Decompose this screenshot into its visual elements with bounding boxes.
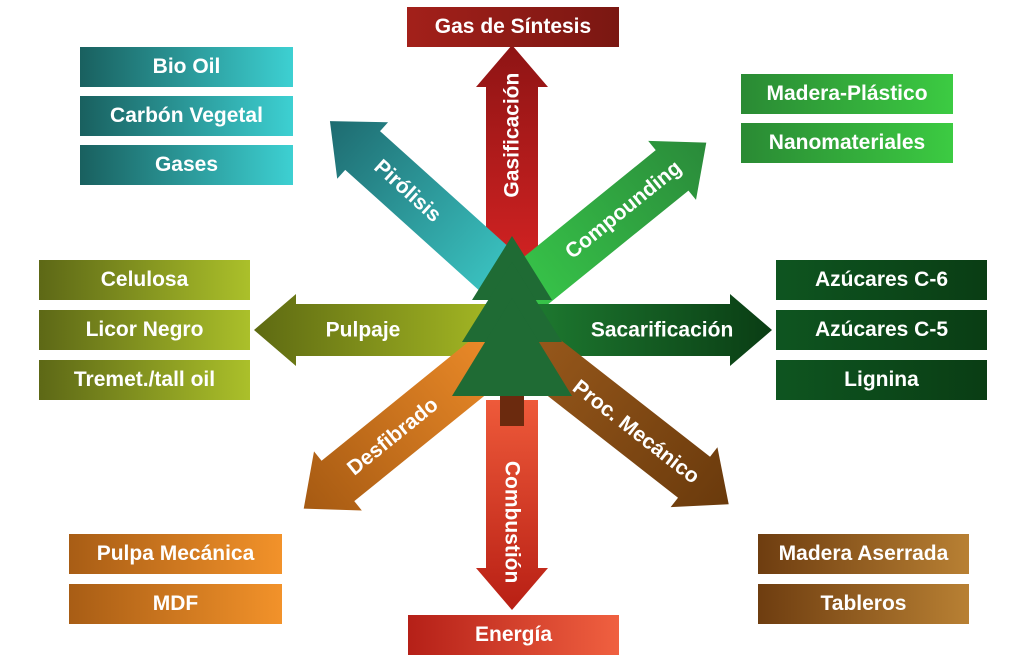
product-azucares-c5: Azúcares C-5 — [776, 310, 987, 350]
process-label-pulpaje: Pulpaje — [326, 319, 401, 342]
product-bio-oil: Bio Oil — [80, 47, 293, 87]
product-pulpa-mecanica: Pulpa Mecánica — [69, 534, 282, 574]
process-label-gasificacion: Gasificación — [501, 73, 524, 198]
arrow-gasificacion: Gasificación — [476, 45, 548, 260]
product-mdf: MDF — [69, 584, 282, 624]
product-lignina: Lignina — [776, 360, 987, 400]
pine-tree-icon — [452, 236, 572, 426]
process-label-sacarificacion: Sacarificación — [591, 319, 733, 342]
product-madera-aserrada: Madera Aserrada — [758, 534, 969, 574]
arrow-pulpaje: Pulpaje — [254, 294, 512, 366]
process-label-proc-mecanico: Proc. Mecánico — [568, 375, 704, 488]
product-azucares-c6: Azúcares C-6 — [776, 260, 987, 300]
arrow-combustion: Combustión — [476, 400, 548, 610]
process-label-compounding: Compounding — [561, 156, 686, 263]
product-gas-sintesis: Gas de Síntesis — [407, 7, 619, 47]
product-carbon-vegetal: Carbón Vegetal — [80, 96, 293, 136]
product-celulosa: Celulosa — [39, 260, 250, 300]
product-gases: Gases — [80, 145, 293, 185]
product-energia: Energía — [408, 615, 619, 655]
product-licor-negro: Licor Negro — [39, 310, 250, 350]
arrow-sacarificacion: Sacarificación — [512, 294, 772, 366]
product-nanomateriales: Nanomateriales — [741, 123, 953, 163]
product-tremet-tall-oil: Tremet./tall oil — [39, 360, 250, 400]
process-label-combustion: Combustión — [501, 461, 524, 583]
product-tableros: Tableros — [758, 584, 969, 624]
product-madera-plastico: Madera-Plástico — [741, 74, 953, 114]
